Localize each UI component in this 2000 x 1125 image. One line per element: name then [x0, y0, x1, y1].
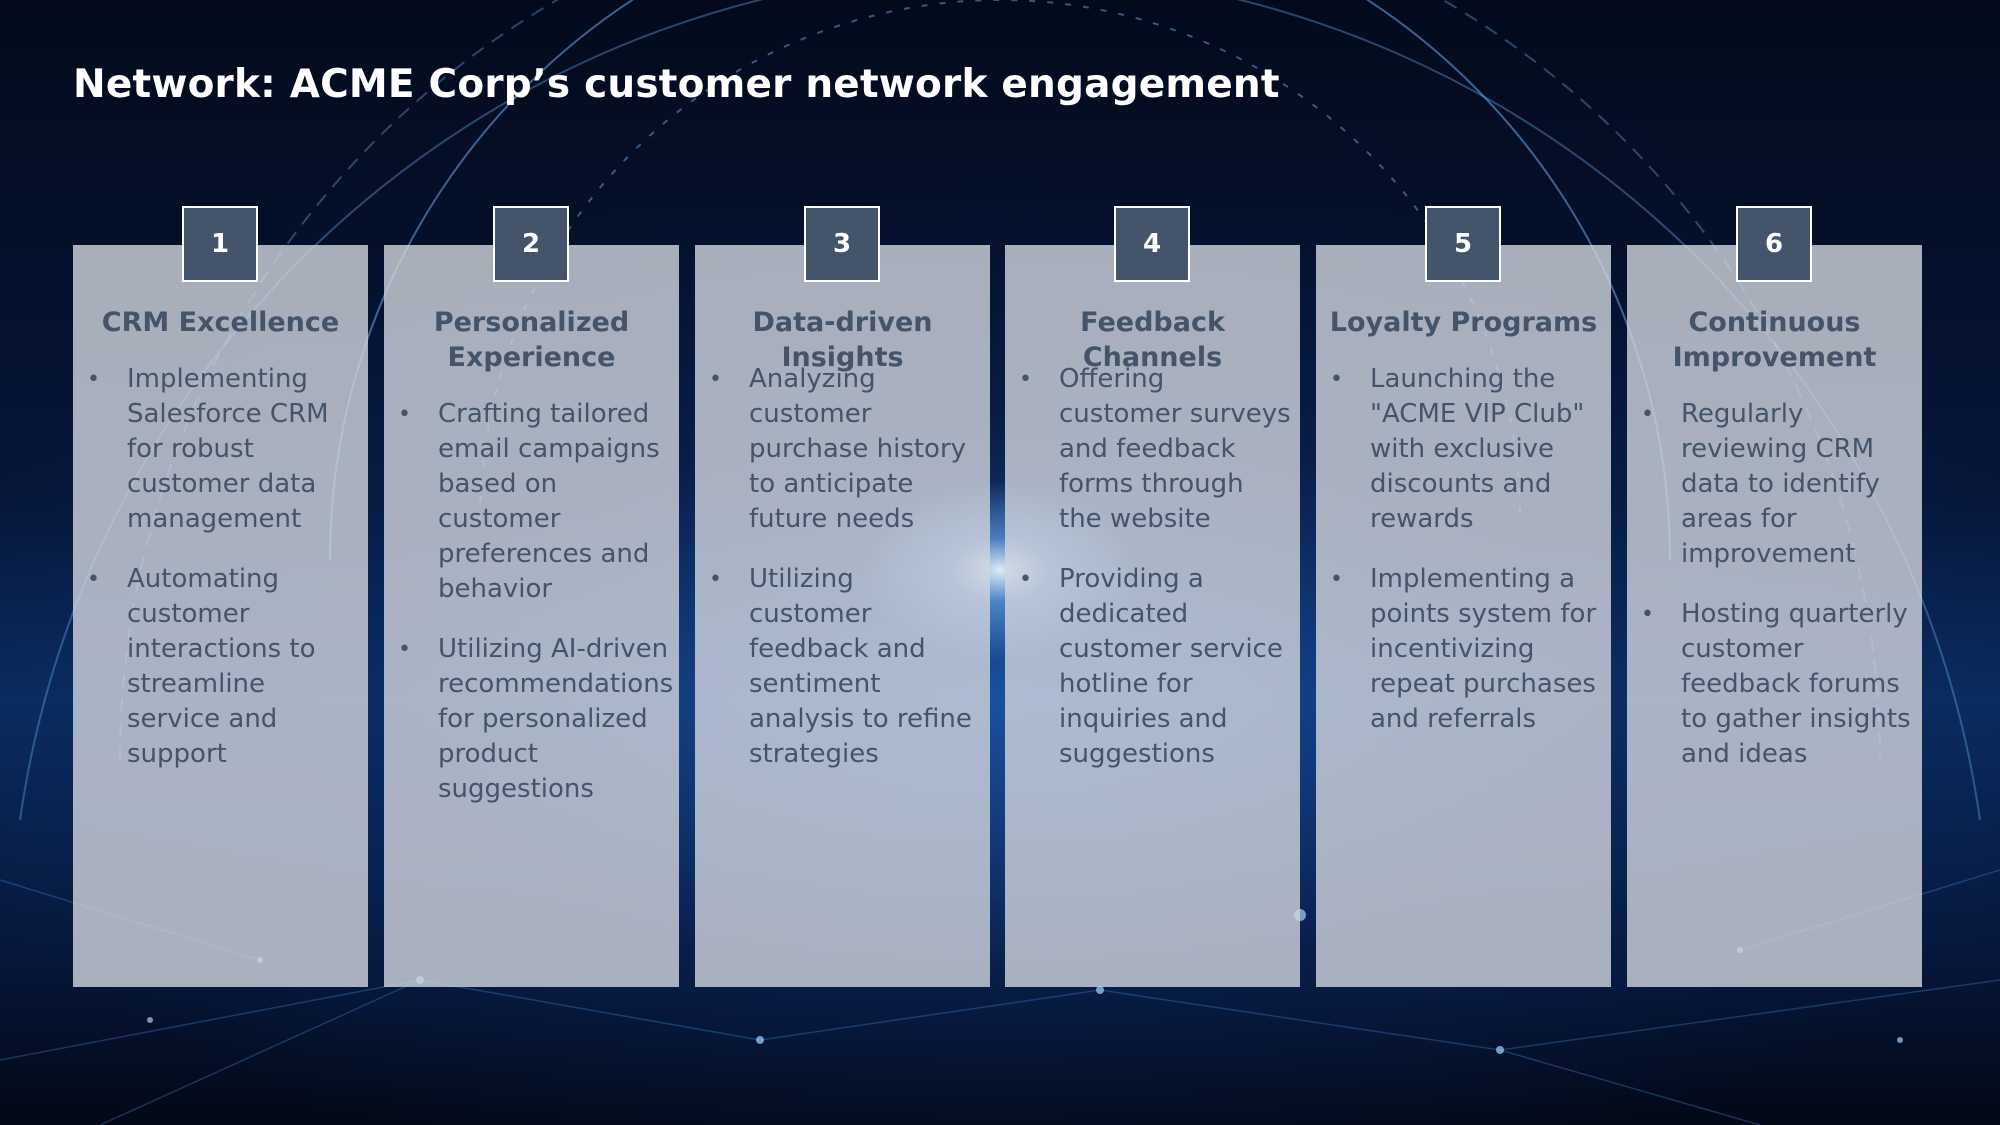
bullet-item: Offering customer surveys and feedback f… [1019, 362, 1292, 537]
step-number-badge: 1 [182, 206, 258, 282]
bullet-list: Regularly reviewing CRM data to identify… [1641, 397, 1914, 797]
bullet-list: Implementing Salesforce CRM for robust c… [87, 362, 360, 797]
step-number-badge: 3 [804, 206, 880, 282]
bullet-item: Analyzing customer purchase history to a… [709, 362, 982, 537]
card-heading: Continuous Improvement [1672, 307, 1877, 373]
bullet-list: Analyzing customer purchase history to a… [709, 362, 982, 797]
bullet-text: Offering customer surveys and feedback f… [1059, 364, 1291, 534]
bullet-list: Crafting tailored email campaigns based … [398, 397, 674, 832]
step-number-badge: 6 [1736, 206, 1812, 282]
bullet-text: Utilizing customer feedback and sentimen… [749, 564, 972, 769]
engagement-card-personalized-experience: 2 Personalized Experience Crafting tailo… [384, 206, 679, 987]
engagement-card-loyalty-programs: 5 Loyalty Programs Launching the "ACME V… [1316, 206, 1611, 987]
engagement-card-continuous-improvement: 6 Continuous Improvement Regularly revie… [1627, 206, 1922, 987]
bullet-text: Crafting tailored email campaigns based … [438, 399, 660, 604]
bullet-item: Crafting tailored email campaigns based … [398, 397, 671, 607]
bullet-text: Launching the "ACME VIP Club" with exclu… [1370, 364, 1585, 534]
bullet-item: Implementing a points system for incenti… [1330, 562, 1603, 737]
engagement-card-feedback-channels: 4 Feedback Channels Offering customer su… [1005, 206, 1300, 987]
bullet-list: Launching the "ACME VIP Club" with exclu… [1330, 362, 1603, 762]
bullet-item: Providing a dedicated customer service h… [1019, 562, 1292, 772]
bullet-item: Automating customer interactions to stre… [87, 562, 360, 772]
slide-title: Network: ACME Corp’s customer network en… [73, 62, 1280, 107]
bullet-item: Utilizing AI-driven recommendations for … [398, 632, 674, 807]
bullet-text: Implementing Salesforce CRM for robust c… [127, 364, 329, 534]
engagement-card-crm-excellence: 1 CRM Excellence Implementing Salesforce… [73, 206, 368, 987]
bullet-text: Providing a dedicated customer service h… [1059, 564, 1283, 769]
card-heading: Data-driven Insights [752, 307, 933, 373]
bullet-text: Automating customer interactions to stre… [127, 564, 316, 769]
bullet-text: Implementing a points system for incenti… [1370, 564, 1597, 734]
bullet-text: Hosting quarterly customer feedback foru… [1681, 599, 1911, 769]
bullet-item: Hosting quarterly customer feedback foru… [1641, 597, 1914, 772]
bullet-item: Launching the "ACME VIP Club" with exclu… [1330, 362, 1603, 537]
bullet-item: Regularly reviewing CRM data to identify… [1641, 397, 1914, 572]
step-number-badge: 4 [1114, 206, 1190, 282]
card-heading: Personalized Experience [433, 307, 630, 373]
bullet-item: Implementing Salesforce CRM for robust c… [87, 362, 360, 537]
bullet-item: Utilizing customer feedback and sentimen… [709, 562, 982, 772]
card-heading: Loyalty Programs [1329, 307, 1598, 338]
engagement-card-data-driven-insights: 3 Data-driven Insights Analyzing custome… [695, 206, 990, 987]
bullet-list: Offering customer surveys and feedback f… [1019, 362, 1292, 797]
step-number-badge: 5 [1425, 206, 1501, 282]
bullet-text: Analyzing customer purchase history to a… [749, 364, 967, 534]
bullet-text: Regularly reviewing CRM data to identify… [1681, 399, 1880, 569]
bullet-text: Utilizing AI-driven recommendations for … [438, 634, 674, 804]
step-number-badge: 2 [493, 206, 569, 282]
card-heading: CRM Excellence [101, 307, 340, 338]
